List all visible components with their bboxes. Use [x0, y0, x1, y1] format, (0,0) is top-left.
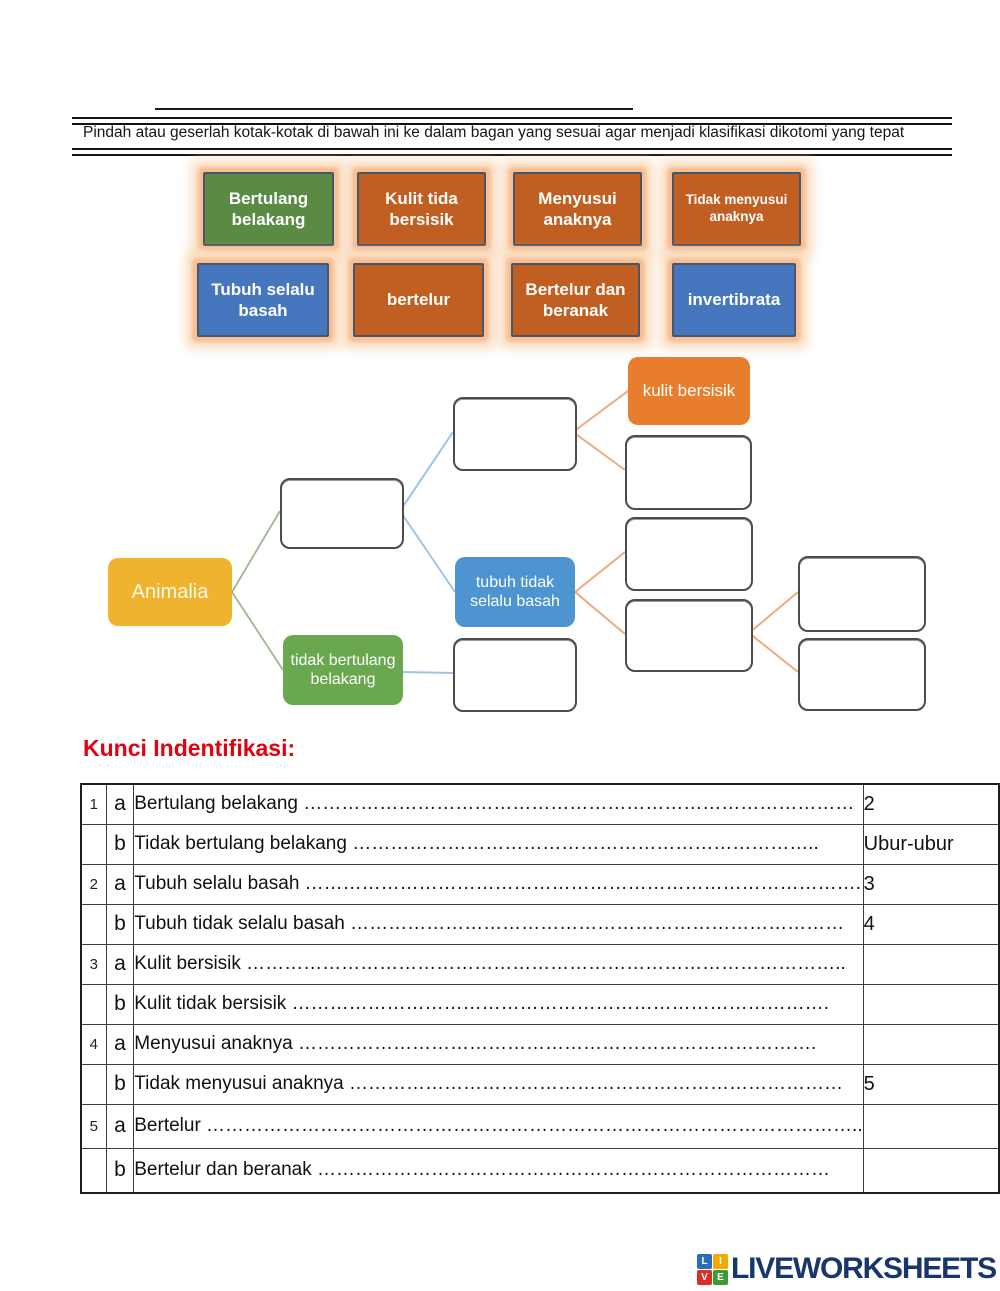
logo-square-v: V	[697, 1269, 712, 1285]
drag-box-bertelur[interactable]: bertelur	[353, 263, 484, 337]
drag-box-tubuh-selalu-basah[interactable]: Tubuh selalu basah	[197, 263, 329, 337]
table-row: 5 a Bertelur …………………………………………………………………………	[80, 1103, 1000, 1149]
row-answer[interactable]	[862, 983, 1000, 1025]
row-letter: b	[105, 823, 135, 865]
table-row: 3 a Kulit bersisik …………………………………………………………	[80, 943, 1000, 985]
row-description: Tidak bertulang belakang …………………………………………	[133, 823, 864, 865]
row-letter: b	[105, 1147, 135, 1194]
drag-box-bertelur-dan-beranak[interactable]: Bertelur dan beranak	[511, 263, 640, 337]
logo-square-e: E	[713, 1269, 728, 1285]
row-number: 1	[80, 783, 107, 825]
drag-box-invertibrata[interactable]: invertibrata	[672, 263, 796, 337]
row-letter: a	[105, 943, 135, 985]
row-answer[interactable]	[862, 943, 1000, 985]
row-number: 2	[80, 863, 107, 905]
diagram-empty-slot-level2a[interactable]	[453, 397, 577, 471]
row-letter: a	[105, 1103, 135, 1149]
row-answer[interactable]: Ubur-ubur	[862, 823, 1000, 865]
node-tidak-bertulang-belakang: tidak bertulang belakang	[283, 635, 403, 705]
node-kulit-bersisik: kulit bersisik	[628, 357, 750, 425]
double-rule-bottom	[72, 148, 952, 156]
row-letter: b	[105, 983, 135, 1025]
row-letter: a	[105, 863, 135, 905]
diagram-empty-slot-level4a[interactable]	[798, 556, 926, 632]
table-row: b Tidak menyusui anaknya …………………………………………	[80, 1063, 1000, 1105]
table-row: 4 a Menyusui anaknya ……………………………………………………	[80, 1023, 1000, 1065]
table-row: b Bertelur dan beranak ………………………………………………	[80, 1147, 1000, 1194]
top-partial-rule	[155, 108, 633, 110]
diagram-empty-slot-level3a[interactable]	[625, 435, 752, 510]
row-description: Bertelur ……………………………………………………………………………………	[133, 1103, 864, 1149]
key-section-title: Kunci Indentifikasi:	[83, 735, 296, 761]
row-number	[80, 1063, 107, 1105]
row-answer[interactable]	[862, 1023, 1000, 1065]
row-description: Tubuh tidak selalu basah …………………………………………	[133, 903, 864, 945]
liveworksheets-logo-icon: L I V E	[697, 1253, 728, 1285]
diagram-empty-slot-level4b[interactable]	[798, 638, 926, 711]
row-number	[80, 1147, 107, 1194]
diagram-empty-slot-invertebrate[interactable]	[453, 638, 577, 712]
drag-box-kulit-tida-bersisik[interactable]: Kulit tida bersisik	[357, 172, 486, 246]
instruction-text: Pindah atau geserlah kotak-kotak di bawa…	[83, 124, 905, 141]
brand-name: LIVEWORKSHEETS	[731, 1252, 997, 1285]
row-number: 4	[80, 1023, 107, 1065]
row-answer[interactable]	[862, 1147, 1000, 1194]
row-number: 3	[80, 943, 107, 985]
row-number	[80, 823, 107, 865]
row-description: Tidak menyusui anaknya ………………………………………………	[133, 1063, 864, 1105]
row-description: Menyusui anaknya ………………………………………………………………	[133, 1023, 864, 1065]
logo-square-i: I	[713, 1253, 728, 1269]
row-number	[80, 983, 107, 1025]
row-answer[interactable]	[862, 1103, 1000, 1149]
diagram-empty-slot-level1[interactable]	[280, 478, 404, 549]
diagram-empty-slot-level3b[interactable]	[625, 517, 753, 591]
liveworksheets-logo[interactable]: L I V E LIVEWORKSHEETS	[697, 1252, 997, 1286]
identification-key-table: 1 a Bertulang belakang ………………………………………………	[80, 783, 1000, 1194]
drag-box-tidak-menyusui-anaknya[interactable]: Tidak menyusui anaknya	[672, 172, 801, 246]
drag-box-bertulang-belakang[interactable]: Bertulang belakang	[203, 172, 334, 246]
diagram-empty-slot-level3c[interactable]	[625, 599, 753, 672]
node-animalia: Animalia	[108, 558, 232, 626]
row-letter: b	[105, 903, 135, 945]
row-answer[interactable]: 5	[862, 1063, 1000, 1105]
row-description: Kulit tidak bersisik ……………………………………………………	[133, 983, 864, 1025]
row-description: Kulit bersisik ……………………………………………………………………	[133, 943, 864, 985]
row-description: Bertelur dan beranak ……………………………………………………	[133, 1147, 864, 1194]
diagram-connector-lines	[231, 390, 799, 674]
row-answer[interactable]: 3	[862, 863, 1000, 905]
double-rule-top	[72, 117, 952, 125]
table-row: 1 a Bertulang belakang ………………………………………………	[80, 783, 1000, 825]
drag-box-menyusui-anaknya[interactable]: Menyusui anaknya	[513, 172, 642, 246]
table-row: b Kulit tidak bersisik ………………………………………………	[80, 983, 1000, 1025]
row-answer[interactable]: 2	[862, 783, 1000, 825]
row-answer[interactable]: 4	[862, 903, 1000, 945]
row-description: Tubuh selalu basah …………………………………………………………	[133, 863, 864, 905]
row-number: 5	[80, 1103, 107, 1149]
table-row: 2 a Tubuh selalu basah ………………………………………………	[80, 863, 1000, 905]
node-tubuh-tidak-selalu-basah: tubuh tidak selalu basah	[455, 557, 575, 627]
row-letter: b	[105, 1063, 135, 1105]
table-row: b Tidak bertulang belakang ……………………………………	[80, 823, 1000, 865]
row-description: Bertulang belakang …………………………………………………………	[133, 783, 864, 825]
table-row: b Tubuh tidak selalu basah ……………………………………	[80, 903, 1000, 945]
row-number	[80, 903, 107, 945]
row-letter: a	[105, 1023, 135, 1065]
classification-diagram: Animalia tidak bertulang belakang tubuh …	[80, 350, 960, 730]
row-letter: a	[105, 783, 135, 825]
logo-square-l: L	[697, 1253, 712, 1269]
